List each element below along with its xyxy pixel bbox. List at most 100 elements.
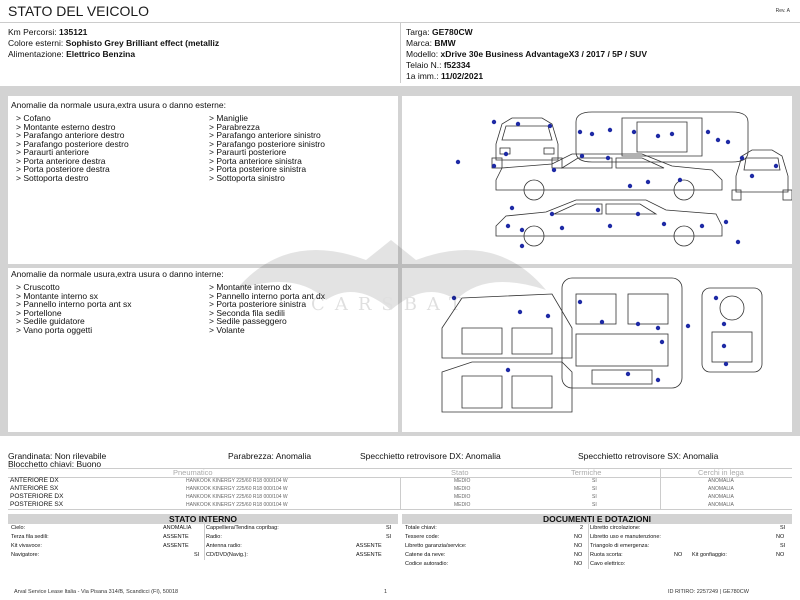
page-title: STATO DEL VEICOLO [8,3,150,19]
damage-item: > Volante [209,324,245,335]
damage-item: > Maniglie [209,113,248,123]
navigatore-value: SI [194,552,200,558]
terza-fila-label: Terza fila sedili: [11,534,49,540]
table-row: POSTERIORE DX HANKOOK KINERGY 225/60 R18… [8,493,792,501]
catene-value: NO [574,552,583,558]
damage-item: > Porta anteriore sinistra [209,155,302,166]
telaio-value: f52334 [443,60,471,70]
ruota-scorta-label: Ruota scorta: [590,552,623,558]
internal-damage-col1: > Cruscotto > Montante interno sx > Pann… [16,283,132,334]
damage-item: > Seconda fila sedili [209,307,285,318]
libretto-circolazione-value: SI [780,525,786,531]
libretto-uso-value: NO [776,534,785,540]
catene-label: Catene da neve: [405,552,446,558]
car-rear-view [731,149,792,201]
grandinata: Grandinata: Non rilevabile [8,451,107,461]
damage-item: > Sedile guidatore [16,316,85,326]
codice-autoradio-label: Codice autoradio: [405,561,449,567]
damage-item: > Paraurti anteriore [16,147,89,157]
tyre-pos: ANTERIORE SX [10,485,59,492]
km-row: Km Percorsi: 135121 [8,27,398,38]
colore-row: Colore esterni: Sophisto Grey Brilliant … [8,38,398,49]
colore-label: Colore esterni: [8,38,64,48]
damage-item: > Sottoporta sinistro [209,172,285,183]
table-row: ANTERIORE DX HANKOOK KINERGY 225/60 R18 … [8,477,792,485]
damage-item: > Sottoporta destro [16,172,89,183]
damage-item: > Cofano [16,113,51,123]
marca-value: BMW [434,38,456,48]
tyre-cerchi: ANOMALIA [708,494,734,500]
watermark-logo: CARSBAT [226,230,556,340]
antenna-value: ASSENTE [356,543,382,549]
telaio-row: Telaio N.: f52334 [406,60,796,71]
tessere-code-value: NO [574,534,583,540]
damage-item: > Parafango posteriore sinistro [209,138,325,149]
info-divider [400,23,401,83]
bat-wings-icon [236,240,546,310]
totale-chiavi-value: 2 [580,525,584,531]
cd-dvd-label: CD/DVD(Navig.): [206,552,248,558]
damage-item: > Cruscotto [16,282,60,292]
targa-label: Targa: [406,27,430,37]
tyre-stato: MEDIO [454,502,471,508]
external-damage-col2: > Maniglie > Parabrezza > Parafango ante… [209,114,325,182]
col-pneumatico: Pneumatico [173,468,213,477]
interior-top-view [561,277,683,389]
cappelliera-label: Cappelliera/Tendina copribag: [206,525,279,531]
tyre-stato: MEDIO [454,494,471,500]
damage-item: > Montante interno dx [209,282,292,292]
kit-vivavoce-value: ASSENTE [163,543,189,549]
external-car-diagram [455,111,792,249]
inspection-panel-top-bar [0,86,800,96]
car-side-view-left [495,199,723,247]
documenti-title: DOCUMENTI E DOTAZIONI [402,514,792,524]
tyre-model: HANKOOK KINERGY 225/60 R18 000/104 W [186,478,288,484]
damage-item: > Porta anteriore destra [16,155,106,166]
tyres-col-divider-2 [660,468,661,509]
tyre-stato: MEDIO [454,486,471,492]
footer-id-ritiro: ID RITIRO: 2257249 | GE780CW [668,589,749,595]
cielo-value: ANOMALIA [163,525,192,531]
colore-value: Sophisto Grey Brilliant effect (metalliz [65,38,220,48]
header-divider [0,22,800,23]
cielo-label: Cielo: [11,525,26,531]
libretto-garanzia-value: NO [574,543,583,549]
tyres-table: Pneumatico Stato Termiche Cerchi in lega… [8,468,792,510]
targa-row: Targa: GE780CW [406,27,796,38]
damage-item: > Portellone [16,307,62,318]
footer-page-number: 1 [384,589,388,595]
modello-label: Modello: [406,49,439,59]
libretto-circolazione-label: Libretto circolazione: [590,525,641,531]
immatricolazione-value: 11/02/2021 [440,71,484,81]
modello-value: xDrive 30e Business AdvantageX3 / 2017 /… [440,49,647,59]
tessere-code-label: Tessere code: [405,534,440,540]
footer-address: Arval Service Lease Italia - Via Pisana … [14,589,179,595]
interior-dashboard-view [701,287,763,373]
documenti-divider [588,524,589,569]
tyre-stato: MEDIO [454,478,471,484]
tyre-pos: POSTERIORE SX [10,501,64,508]
tyre-cerchi: ANOMALIA [708,478,734,484]
damage-item: > Paraurti posteriore [209,147,287,157]
triangolo-value: SI [780,543,786,549]
interior-damage-markers [451,295,729,383]
damage-item: > Parabrezza [209,121,260,132]
damage-item: > Porta posteriore sinistra [209,299,307,309]
km-value: 135121 [59,27,88,37]
internal-damage-col2: > Montante interno dx > Pannello interno… [209,283,325,334]
telaio-label: Telaio N.: [406,60,442,70]
modello-row: Modello: xDrive 30e Business AdvantageX3… [406,49,796,60]
blocchetto-chiavi: Blocchetto chiavi: Buono [8,459,102,469]
marca-label: Marca: [406,38,432,48]
cd-dvd-value: ASSENTE [356,552,382,558]
codice-autoradio-value: NO [574,561,583,567]
damage-item: > Pannello interno porta ant sx [16,299,132,309]
damage-item: > Vano porta oggetti [16,324,93,335]
immatricolazione-row: 1a imm.: 11/02/2021 [406,71,796,82]
tyre-termiche: SI [592,494,597,500]
inspection-panel-bottom-bar [0,432,800,436]
tyre-cerchi: ANOMALIA [708,486,734,492]
radio-value: SI [386,534,392,540]
revision-label: Rev. A [775,8,790,14]
terza-fila-value: ASSENTE [163,534,189,540]
